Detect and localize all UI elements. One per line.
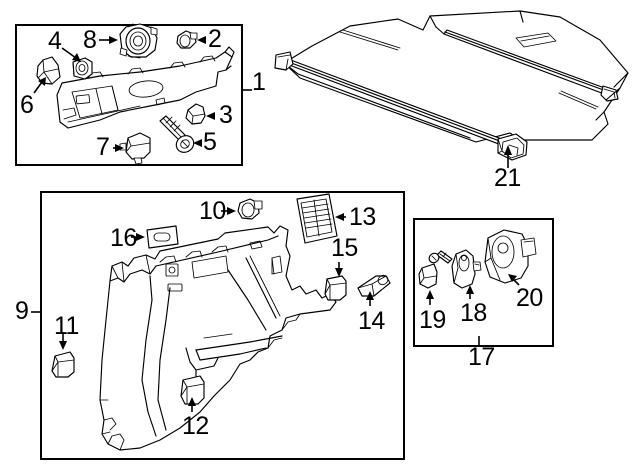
callout-label-10: 10 [199, 197, 226, 225]
part-14-pin-bushing [357, 274, 391, 297]
callout-label-2: 2 [208, 25, 222, 53]
callout-label-4: 4 [48, 27, 62, 55]
callout-label-18: 18 [460, 299, 487, 327]
part-20-guide-cover [484, 229, 537, 284]
leader-13 [335, 213, 346, 221]
group-box-9 [40, 191, 405, 460]
leader-16 [131, 233, 145, 241]
part-5-screw [159, 115, 195, 153]
leader-2 [197, 36, 206, 44]
leader-15 [335, 262, 343, 277]
leader-3 [206, 112, 215, 120]
part-15-trim-clip-cap [324, 275, 347, 301]
callout-label-8: 8 [83, 26, 97, 54]
leader-7 [113, 144, 124, 152]
part-13-vent-grille [296, 193, 338, 244]
part-16-access-cover [146, 225, 179, 249]
upper-quarter-trim-panel [56, 46, 235, 129]
callout-label-5: 5 [203, 128, 217, 156]
callout-label-3: 3 [219, 101, 233, 129]
leader-6 [33, 77, 46, 94]
leader-11 [59, 332, 67, 350]
callout-label-7: 7 [96, 133, 110, 161]
leader-8 [99, 36, 118, 44]
part-18-turning-loop [451, 249, 482, 289]
leader-4 [61, 47, 81, 62]
part-4-grommet [72, 57, 93, 80]
group-box-17 [413, 218, 554, 347]
cargo-shade-assembly [274, 10, 629, 161]
leader-21 [504, 145, 512, 168]
leader-5 [193, 139, 202, 147]
part-19-wedge-cap [418, 263, 438, 289]
part-12-trim-clip-cap [180, 375, 205, 405]
leader-18 [466, 285, 474, 299]
lower-quarter-trim-panel [99, 225, 337, 451]
group-box-1 [15, 24, 243, 166]
leader-19 [426, 290, 434, 305]
part-17-screw-detail [428, 250, 453, 264]
leader-14 [366, 291, 374, 306]
callout-label-16: 16 [110, 224, 137, 252]
callout-label-13: 13 [349, 203, 376, 231]
callout-label-17: 17 [468, 343, 495, 371]
leader-12 [188, 397, 196, 412]
callout-label-14: 14 [358, 307, 385, 335]
callout-label-6: 6 [20, 91, 34, 119]
callout-label-12: 12 [182, 412, 209, 440]
callout-label-21: 21 [494, 164, 521, 192]
part-2-push-pin [176, 30, 198, 49]
part-11-trim-clip-cap [51, 351, 75, 378]
leader-20 [508, 274, 520, 286]
callout-label-15: 15 [331, 234, 358, 262]
callout-label-11: 11 [54, 312, 79, 340]
part-8-speaker-grommet [119, 23, 158, 59]
part-10-push-pin [237, 198, 263, 220]
callout-label-9: 9 [15, 297, 29, 325]
part-6-plug-cap [36, 56, 61, 85]
callout-label-1: 1 [252, 68, 266, 96]
callout-label-20: 20 [516, 284, 543, 312]
leader-10 [221, 207, 236, 215]
part-3-trim-clip [185, 103, 206, 125]
part-7-bracket [119, 132, 151, 165]
callout-label-19: 19 [419, 306, 446, 334]
